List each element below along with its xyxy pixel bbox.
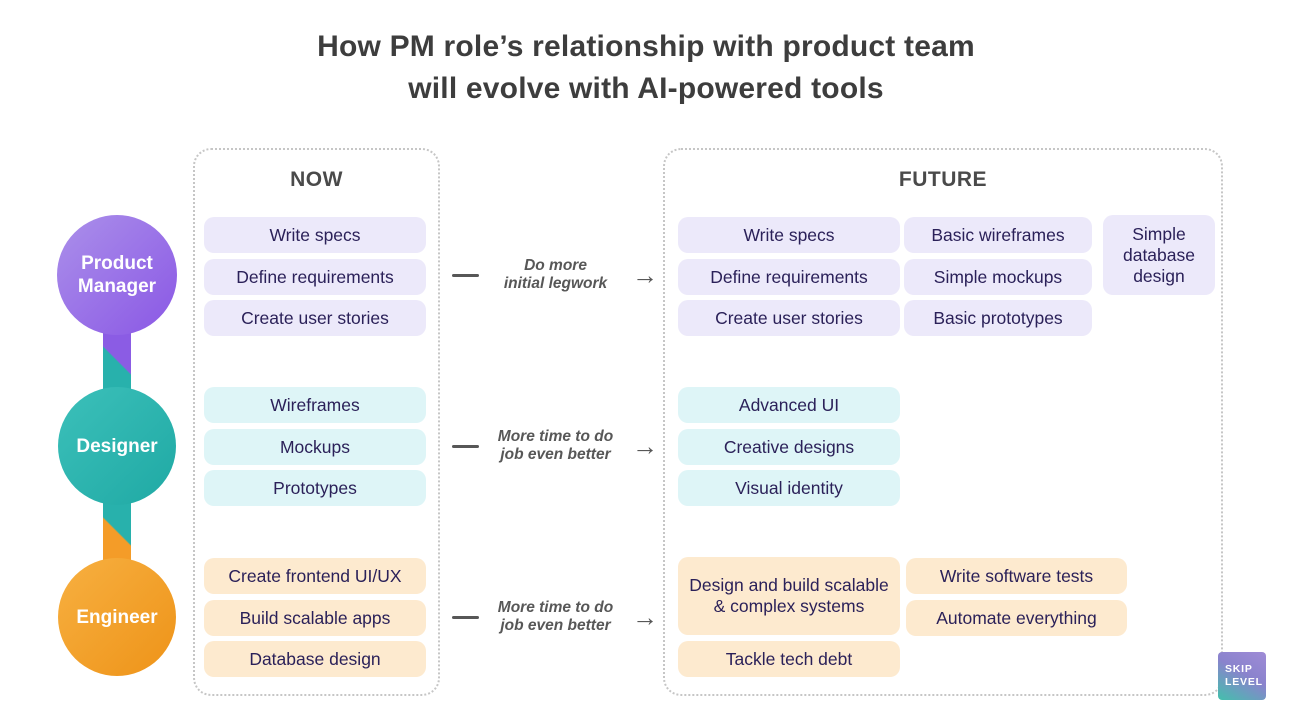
transition-engineer: More time to do job even better → <box>452 591 658 643</box>
pill-engineer-future-automate-everything: Automate everything <box>906 600 1127 636</box>
transition-designer-text: More time to do job even better <box>479 428 632 464</box>
role-circle-designer: Designer <box>58 387 176 505</box>
role-label-designer: Designer <box>76 435 158 457</box>
logo-line2: LEVEL <box>1225 675 1263 688</box>
transition-designer-line2: job even better <box>500 446 611 463</box>
logo-line1: SKIP <box>1225 663 1253 675</box>
dash-line <box>452 444 479 448</box>
transition-designer: More time to do job even better → <box>452 420 658 472</box>
pill-pm-future-simple-mockups: Simple mockups <box>904 259 1092 295</box>
pill-pm-future-define-requirements: Define requirements <box>678 259 900 295</box>
role-label-engineer: Engineer <box>76 606 158 628</box>
transition-engineer-text: More time to do job even better <box>479 599 632 635</box>
right-arrow-icon: → <box>632 260 658 290</box>
pill-designer-now-prototypes: Prototypes <box>204 470 426 506</box>
pill-engineer-now-scalable-apps: Build scalable apps <box>204 600 426 636</box>
pill-engineer-future-tackle-tech-debt: Tackle tech debt <box>678 641 900 677</box>
transition-pm-text: Do more initial legwork <box>479 257 632 293</box>
pill-engineer-future-write-software-tests: Write software tests <box>906 558 1127 594</box>
pill-pm-now-create-user-stories: Create user stories <box>204 300 426 336</box>
pill-pm-future-simple-database-design: Simple database design <box>1103 215 1215 295</box>
pill-engineer-now-frontend: Create frontend UI/UX <box>204 558 426 594</box>
pill-engineer-future-design-build-systems: Design and build scalable & complex syst… <box>678 557 900 635</box>
right-arrow-icon: → <box>632 431 658 461</box>
pill-designer-now-mockups: Mockups <box>204 429 426 465</box>
role-label-product-manager: Product Manager <box>77 253 157 297</box>
skip-level-logo: SKIP LEVEL <box>1218 652 1266 700</box>
dash-line <box>452 615 479 619</box>
pill-engineer-now-database-design: Database design <box>204 641 426 677</box>
now-panel-label: NOW <box>290 168 343 191</box>
pill-designer-future-visual-identity: Visual identity <box>678 470 900 506</box>
pill-pm-future-basic-prototypes: Basic prototypes <box>904 300 1092 336</box>
pill-pm-now-define-requirements: Define requirements <box>204 259 426 295</box>
transition-designer-line1: More time to do <box>497 428 614 445</box>
pill-designer-future-advanced-ui: Advanced UI <box>678 387 900 423</box>
transition-engineer-line2: job even better <box>500 617 611 634</box>
right-arrow-icon: → <box>632 602 658 632</box>
future-panel-label: FUTURE <box>898 168 988 191</box>
pill-designer-now-wireframes: Wireframes <box>204 387 426 423</box>
pill-pm-future-create-user-stories: Create user stories <box>678 300 900 336</box>
pill-pm-future-write-specs: Write specs <box>678 217 900 253</box>
role-circle-engineer: Engineer <box>58 558 176 676</box>
role-circle-product-manager: Product Manager <box>57 215 177 335</box>
transition-pm-line2: initial legwork <box>503 275 608 292</box>
page-title-line2: will evolve with AI-powered tools <box>408 72 884 105</box>
transition-engineer-line1: More time to do <box>497 599 614 616</box>
pill-designer-future-creative-designs: Creative designs <box>678 429 900 465</box>
transition-pm-line1: Do more <box>524 257 587 274</box>
pill-pm-future-basic-wireframes: Basic wireframes <box>904 217 1092 253</box>
dash-line <box>452 273 479 277</box>
pill-pm-now-write-specs: Write specs <box>204 217 426 253</box>
page-title-line1: How PM role’s relationship with product … <box>317 30 975 63</box>
transition-pm: Do more initial legwork → <box>452 249 658 301</box>
page-title: How PM role’s relationship with product … <box>0 26 1292 110</box>
